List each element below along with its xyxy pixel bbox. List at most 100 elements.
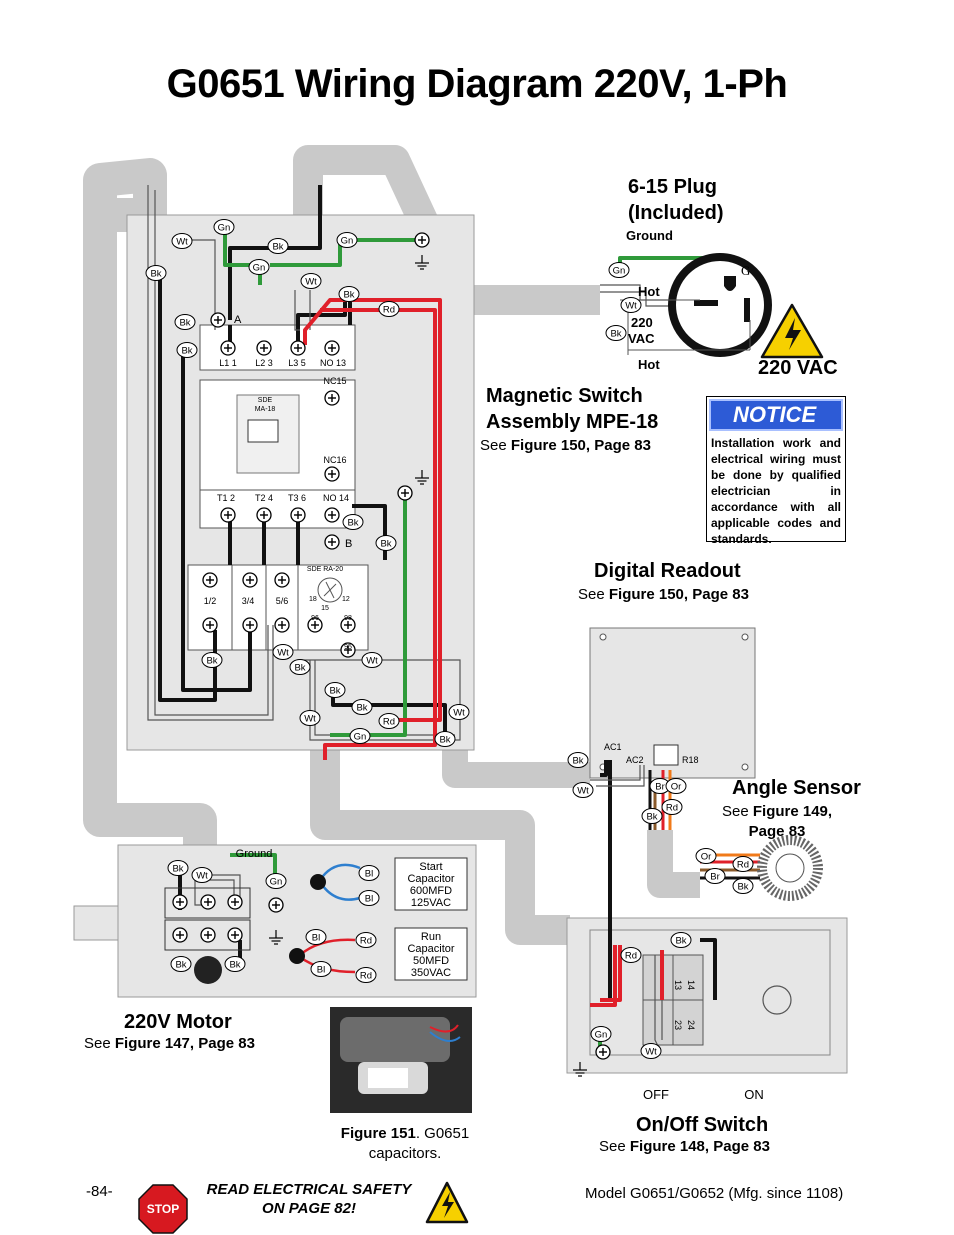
wire-tag-bk-label: Bk	[179, 317, 190, 328]
notice-title: NOTICE	[709, 399, 843, 431]
motor-see: See Figure 147, Page 83	[84, 1035, 255, 1052]
footer-warning-icon	[425, 1181, 469, 1224]
wire-tag-bk-label: Bk	[439, 734, 450, 745]
wire-tag-bk	[267, 238, 289, 254]
term-T1: T1 2	[217, 493, 235, 503]
magnetic-switch-title-line1: Magnetic Switch	[486, 385, 643, 407]
label-B: B	[345, 538, 352, 550]
wire-tag-bk	[375, 535, 397, 551]
digital-readout-see: See Figure 150, Page 83	[578, 586, 749, 603]
overload-term-2: 3/4	[242, 596, 255, 606]
wire-tag-rd-label: Rd	[383, 304, 395, 315]
wire-tag-bk	[351, 699, 373, 715]
wire-tag-gn	[265, 873, 287, 889]
wire-tag-gn-label: Gn	[218, 222, 231, 233]
figure151-caption: Figure 151. G0651 capacitors.	[340, 1125, 470, 1162]
wire-tag-bk-label: Bk	[646, 811, 657, 822]
motor-ground-label: Ground	[236, 848, 273, 860]
magnetic-switch-ref[interactable]: Figure 150, Page 83	[510, 437, 651, 454]
angle-sensor-ref-line2[interactable]: Page 83	[748, 823, 806, 840]
notice-box: NOTICE Installation work and electrical …	[706, 396, 846, 546]
wire-tag-bk	[434, 731, 456, 747]
wire-tag-bl-label: Bl	[365, 868, 373, 879]
wire-tag-rd	[661, 799, 683, 815]
notice-text: Installation work and electrical wiring …	[711, 436, 841, 546]
wire-tag-br-label: Br	[655, 781, 665, 792]
motor-cord-grommet	[194, 956, 222, 984]
wire-tag-bk-label: Bk	[181, 345, 192, 356]
wire-tag-rd-label: Rd	[737, 859, 749, 870]
overload-term-1: 1/2	[204, 596, 217, 606]
wire-tag-gn-label: Gn	[341, 235, 354, 246]
wire-tag-rd-label: Rd	[360, 970, 372, 981]
wire-tag-wt	[361, 652, 383, 668]
wire-tag-wt	[640, 1043, 662, 1059]
wire-tag-rd	[378, 301, 400, 317]
angle-sensor-title: Angle Sensor	[732, 777, 861, 799]
wire-tag-bk	[732, 878, 754, 894]
wire-tag-gn-label: Gn	[613, 265, 626, 276]
term-NO14: NO 14	[323, 493, 349, 503]
start-cap-line4: 125VAC	[411, 897, 451, 909]
wire-tag-or	[695, 848, 717, 864]
wire-tag-wt	[572, 782, 594, 798]
term-T2: T2 4	[255, 493, 273, 503]
wire-tag-bl	[358, 890, 380, 906]
angle-sensor-ring	[757, 835, 823, 901]
wire-tag-gn-label: Gn	[595, 1029, 608, 1040]
plug-volt-line2: VAC	[628, 331, 655, 346]
wire-tag-bk	[324, 682, 346, 698]
readout-ac2: AC2	[626, 755, 644, 765]
plug-title-line2: (Included)	[628, 202, 724, 224]
wire-tag-gn	[213, 219, 235, 235]
wire-tags: WtGnBkGnBkGnWtBkRdBkBkBkBkBkWtBkWtBkBkWt…	[145, 219, 754, 1059]
dial-18: 18	[309, 596, 317, 603]
term-NC15: NC15	[323, 376, 346, 386]
wire-tag-bk-label: Bk	[572, 755, 583, 766]
angle-sensor-ref-line1[interactable]: Figure 149,	[752, 803, 833, 820]
wire-tag-wt	[299, 710, 321, 726]
wire-tag-br	[704, 868, 726, 884]
motor-shaft	[73, 905, 119, 941]
wire-tag-gn	[248, 259, 270, 275]
wire-tag-wt	[300, 273, 322, 289]
wire-tag-wt	[171, 233, 193, 249]
wire-tag-br-label: Br	[710, 871, 720, 882]
wire-tag-bk-label: Bk	[343, 289, 354, 300]
digital-readout-ref[interactable]: Figure 150, Page 83	[608, 586, 749, 603]
contact-24: 24	[686, 1020, 696, 1030]
wire-tag-bl-label: Bl	[312, 932, 320, 943]
term-NC16: NC16	[323, 455, 346, 465]
magnetic-switch-see: See Figure 150, Page 83	[480, 437, 651, 454]
wire-tag-bk-label: Bk	[294, 662, 305, 673]
footer-warning-line1: READ ELECTRICAL SAFETY	[206, 1181, 412, 1198]
wire-tag-bk-label: Bk	[610, 328, 621, 339]
wire-tag-gn-label: Gn	[253, 262, 266, 273]
wire-tag-gn	[336, 232, 358, 248]
aux-95: 95	[344, 644, 352, 651]
wire-tag-gn	[608, 262, 630, 278]
term-L1: L1 1	[219, 358, 237, 368]
page-title: G0651 Wiring Diagram 220V, 1-Ph	[166, 62, 788, 106]
wire-tag-bk	[567, 752, 589, 768]
motor-ref[interactable]: Figure 147, Page 83	[114, 1035, 255, 1052]
wire-tag-wt	[191, 867, 213, 883]
onoff-ref[interactable]: Figure 148, Page 83	[629, 1138, 770, 1155]
wire-tag-wt-label: Wt	[305, 276, 317, 287]
capacitor-photo	[330, 1007, 472, 1113]
wire-tag-bk	[338, 286, 360, 302]
term-NO13: NO 13	[320, 358, 346, 368]
wire-tag-wt-label: Wt	[176, 236, 188, 247]
run-cap-line2: Capacitor	[407, 943, 454, 955]
run-cap-line4: 350VAC	[411, 967, 451, 979]
wire-tag-bk	[174, 314, 196, 330]
wire-tag-gn-label: Gn	[270, 876, 283, 887]
wire-tag-bl-label: Bl	[365, 893, 373, 904]
wire-tag-wt-label: Wt	[645, 1046, 657, 1057]
wire-tag-wt-label: Wt	[304, 713, 316, 724]
wire-tag-rd	[355, 932, 377, 948]
wire-tag-gn-label: Gn	[354, 731, 367, 742]
plug-g-letter: G	[741, 263, 750, 278]
wire-tag-bk-label: Bk	[380, 538, 391, 549]
